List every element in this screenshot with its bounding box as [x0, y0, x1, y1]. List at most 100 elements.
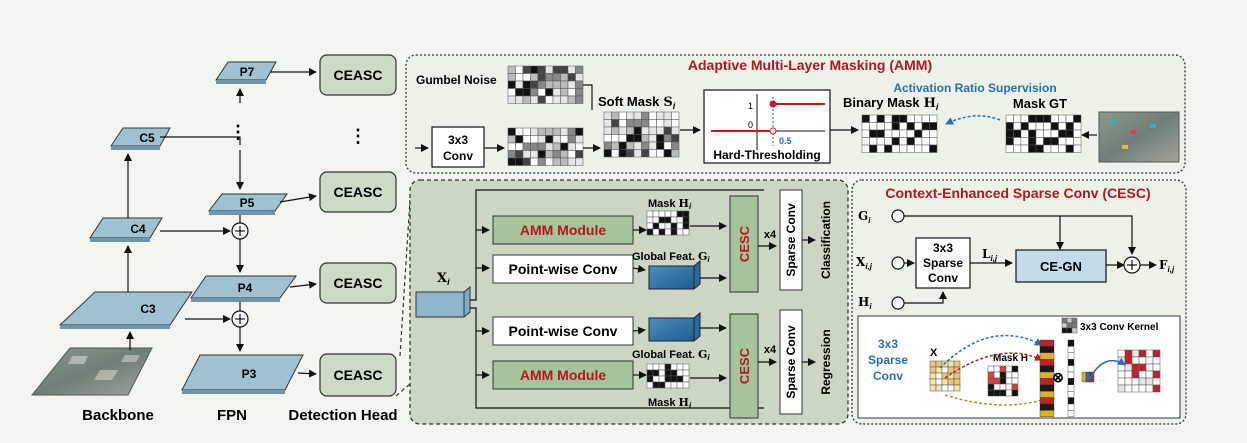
classification-label: Classification	[819, 201, 833, 279]
sub-kernel-column	[1067, 339, 1095, 417]
sub-otimes: ⊗	[1052, 369, 1064, 385]
fpn-label: FPN	[217, 407, 247, 424]
ceasc-label-p5: CEASC	[333, 184, 382, 200]
sparse-conv-reg-label: Sparse Conv	[784, 325, 798, 399]
sub-mask-grid	[987, 365, 1019, 397]
threshold-open-dot	[769, 127, 777, 135]
binary-mask-grid	[861, 114, 938, 153]
cesc-panel-title: Context-Enhanced Sparse Conv (CESC)	[885, 185, 1150, 201]
cesc-g-input: Gi	[858, 209, 871, 225]
ceasc-block-p4	[319, 262, 397, 304]
mask-gt-source-image	[1098, 111, 1180, 163]
cesc-panel: Context-Enhanced Sparse Conv (CESC) Gi X…	[851, 179, 1187, 425]
sub-mask-h-label: Mask H	[993, 353, 1028, 364]
amm-conv-line1: 3x3	[448, 133, 468, 147]
fpn-p5-label: P5	[240, 196, 255, 210]
supervision-arrow	[945, 115, 1001, 125]
amm-conv-box	[431, 126, 485, 168]
global-feat-reg-label: Global Feat.Gi	[632, 348, 710, 362]
global-feat-cls-label: Global Feat.Gi	[632, 250, 710, 264]
sub-title-line1: 3x3	[878, 337, 898, 351]
amm-module-cls-label: AMM Module	[520, 222, 607, 238]
pointwise-conv-reg-label: Point-wise Conv	[509, 323, 618, 339]
ceasc-block-p7	[319, 54, 397, 96]
sparse-conv-cls-label: Sparse Conv	[784, 203, 798, 277]
sub-title-line3: Conv	[873, 369, 903, 383]
regression-label: Regression	[819, 329, 833, 394]
sub-x-grid	[929, 360, 961, 392]
ceasc-block-p5	[319, 171, 397, 213]
ceasc-label-p4: CEASC	[333, 275, 382, 291]
cesc-h-input: Hi	[858, 295, 872, 311]
backbone: C3 C4 C5 Backbone	[30, 127, 193, 424]
backbone-c4-label: C4	[130, 222, 146, 236]
amm-module-reg-label: AMM Module	[520, 367, 607, 383]
tick-one: 1	[748, 101, 753, 111]
activation-ratio-label: Activation Ratio Supervision	[893, 81, 1056, 95]
cegn-label: CE-GN	[1040, 259, 1082, 274]
fpn-p7-label: P7	[240, 65, 255, 79]
mask-hi-cls-grid	[646, 210, 690, 236]
ceasc-label-p3: CEASC	[333, 367, 382, 383]
cesc-sparse-line2: Sparse	[923, 256, 963, 270]
cesc-f-output: Fi,j	[1159, 258, 1175, 274]
gumbel-noise-grid	[507, 65, 584, 104]
amm-module-cls	[492, 215, 634, 245]
backbone-c5-label: C5	[139, 131, 155, 145]
fpn-p4-label: P4	[238, 281, 253, 295]
backbone-layer-c3	[58, 291, 193, 326]
conv-output-grid	[507, 127, 584, 166]
fpn-ellipsis: ⋮	[229, 122, 247, 142]
sub-feature-column	[1039, 339, 1055, 417]
soft-mask-grid	[603, 111, 680, 158]
cesc-sparse-line1: 3x3	[933, 241, 953, 255]
pointwise-conv-cls-label: Point-wise Conv	[509, 261, 618, 277]
hard-threshold-label: Hard-Thresholding	[713, 148, 820, 162]
head-input-label: Xi	[437, 271, 450, 287]
mask-gt-label: Mask GT	[1013, 96, 1067, 111]
threshold-value: 0.5	[779, 136, 792, 146]
gumbel-noise-label: Gumbel Noise	[416, 73, 497, 87]
ceasc-block-p3	[319, 353, 397, 397]
amm-title: Adaptive Multi-Layer Masking (AMM)	[688, 57, 932, 73]
ceasc-label-p7: CEASC	[333, 67, 382, 83]
backbone-label: Backbone	[82, 407, 154, 424]
detection-head: CEASC CEASC CEASC CEASC ⋮ Detection Head	[270, 54, 398, 424]
amm-conv-line2: Conv	[443, 149, 473, 163]
cegn-box	[1015, 249, 1107, 283]
head-ellipsis: ⋮	[349, 126, 367, 146]
amm-module-reg	[492, 360, 634, 390]
cesc-block-reg	[729, 313, 759, 419]
backbone-layer-c4	[89, 217, 163, 239]
cesc-x-input: Xi,j	[856, 255, 873, 271]
cesc-sparse-line3: Conv	[928, 271, 958, 285]
threshold-dot	[769, 100, 777, 108]
sub-title-line2: Sparse	[868, 353, 908, 367]
mask-hi-reg-grid	[646, 363, 690, 389]
cesc-block-cls	[729, 195, 759, 293]
hard-threshold-box	[703, 89, 831, 164]
fpn-p3-label: P3	[242, 367, 257, 381]
detection-head-label: Detection Head	[288, 407, 397, 424]
input-aerial-image	[30, 347, 153, 396]
sub-x-label: X	[930, 347, 938, 359]
cesc-l-label: Li,j	[982, 247, 998, 263]
cesc-sparse-conv-box	[915, 237, 971, 289]
sub-output-grid	[1117, 349, 1161, 393]
amm-panel: Adaptive Multi-Layer Masking (AMM) Gumbe…	[405, 54, 1186, 174]
pointwise-conv-cls	[492, 254, 634, 284]
repeat-reg-label: x4	[764, 344, 777, 356]
backbone-c3-label: C3	[140, 302, 156, 316]
cesc-cls-label: CESC	[737, 225, 752, 262]
tick-zero: 0	[748, 120, 753, 130]
mask-gt-grid	[1005, 114, 1082, 153]
sub-kernel-icon	[1061, 317, 1078, 334]
fpn: P3 P4 P5 P7 ⋮ FPN	[160, 61, 304, 424]
sub-kernel-label: 3x3 Conv Kernel	[1080, 322, 1159, 333]
